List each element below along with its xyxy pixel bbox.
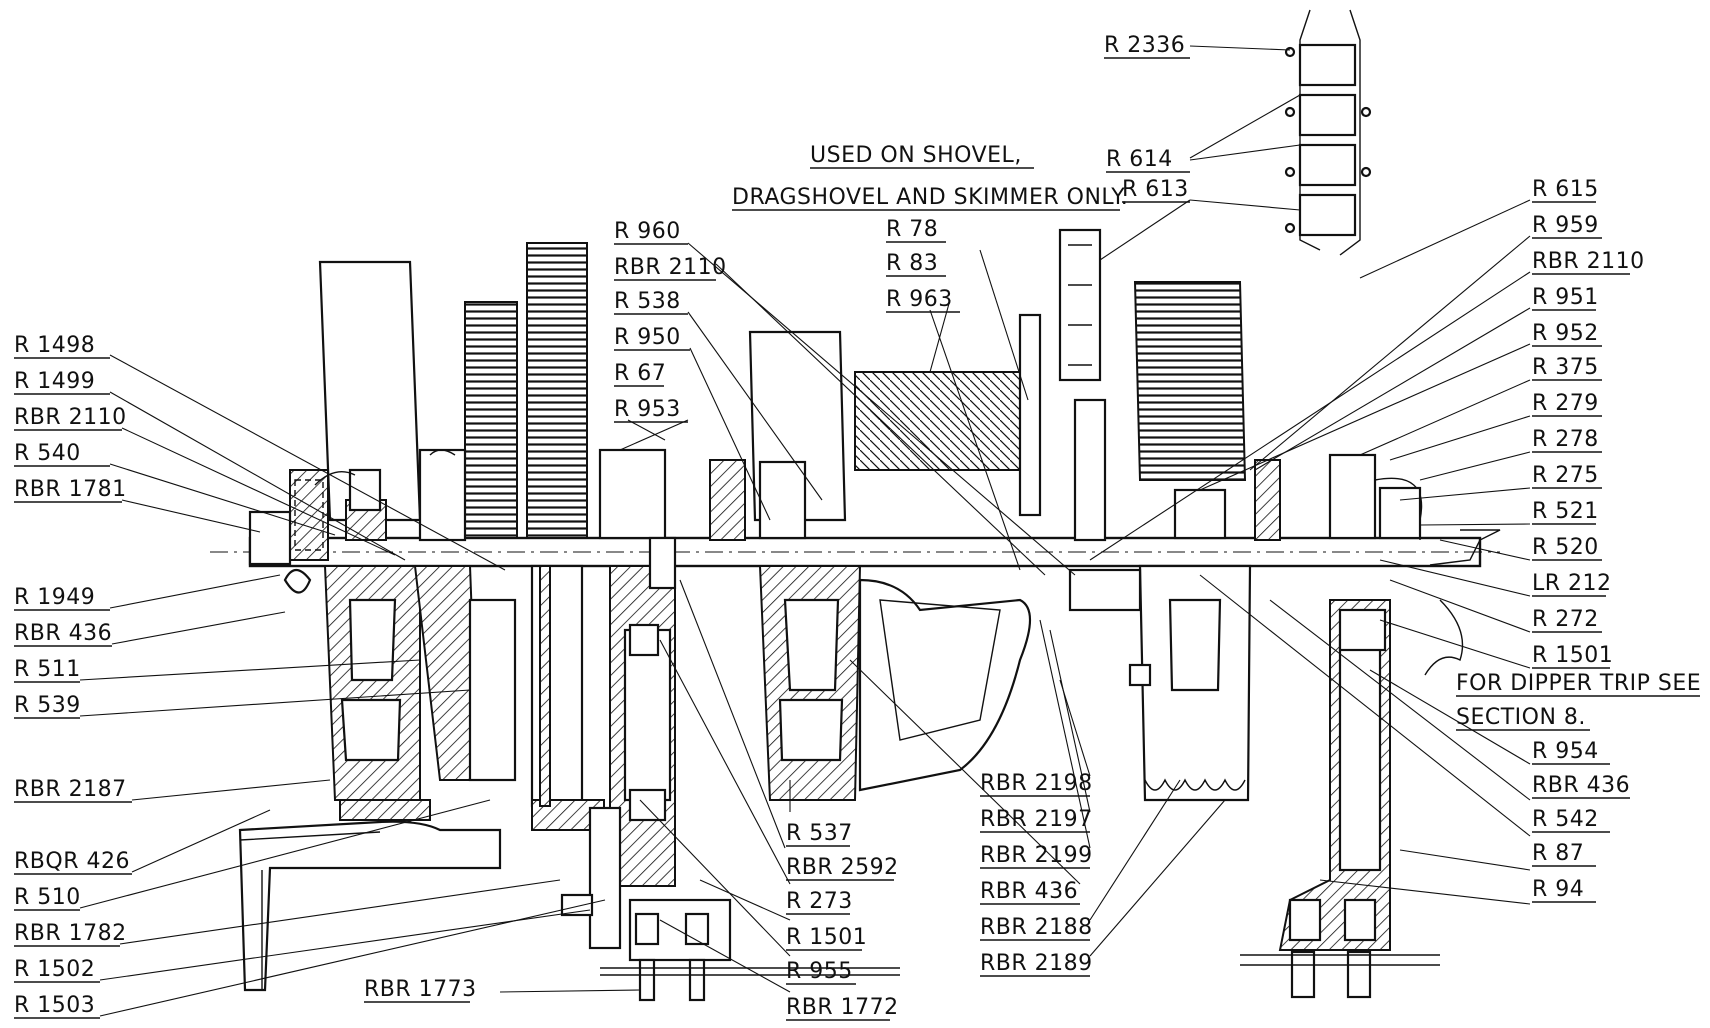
label-left-2: RBR 2110 [14,405,127,430]
label-center-1: RBR 2110 [614,255,727,280]
labels-bottom-right: RBR 2198 RBR 2197 RBR 2199 RBR 436 RBR 2… [980,771,1093,977]
label-top-0: R 2336 [1104,33,1185,58]
note-shovel: USED ON SHOVEL, DRAGSHOVEL AND SKIMMER O… [732,143,1128,211]
main-drive-gear [526,242,588,539]
label-bottom-right-3: RBR 436 [980,879,1078,904]
label-left-14: R 1503 [14,993,95,1018]
shaft-assembly [210,9,1501,1002]
note-shovel-line-2: DRAGSHOVEL AND SKIMMER ONLY. [732,185,1128,210]
label-left-1: R 1499 [14,369,95,394]
right-bearing-housing [1328,453,1377,540]
spacer-ring [418,448,467,542]
label-bottom-center-1: RBR 2592 [786,855,899,880]
label-right-11: LR 212 [1532,571,1612,596]
gear-1-web [468,598,517,782]
pinion-gear-1 [464,301,518,539]
label-left-13: R 1502 [14,957,95,982]
label-left-8: R 539 [14,693,81,718]
label-right-1: R 959 [1532,213,1599,238]
note-shovel-line-1: USED ON SHOVEL, [810,143,1022,168]
label-right-13: R 1501 [1532,643,1613,668]
label-right-18: R 94 [1532,877,1584,902]
label-right-8: R 275 [1532,463,1599,488]
label-center-6: R 78 [886,217,938,242]
labels-right: R 615 R 959 RBR 2110 R 951 R 952 R 375 R… [1532,177,1645,903]
label-bottom-right-1: RBR 2197 [980,807,1093,832]
label-left-12: RBR 1782 [14,921,127,946]
roller-chain-top [1284,9,1372,256]
label-right-4: R 952 [1532,321,1599,346]
leader-lines [79,45,1531,1017]
labels-bottom-center: R 537 RBR 2592 R 273 R 1501 R 955 RBR 17… [364,821,899,1021]
label-bottom-right-0: RBR 2198 [980,771,1093,796]
label-bottom-center-4: R 955 [786,959,853,984]
label-right-0: R 615 [1532,177,1599,202]
label-right-12: R 272 [1532,607,1599,632]
label-right-16: R 542 [1532,807,1599,832]
label-center-2: R 538 [614,289,681,314]
label-right-2: RBR 2110 [1532,249,1645,274]
label-center-5: R 953 [614,397,681,422]
base-frame-left [238,820,502,992]
right-bearing [1338,608,1387,652]
label-right-17: R 87 [1532,841,1584,866]
label-left-6: RBR 436 [14,621,112,646]
label-left-3: R 540 [14,441,81,466]
label-bottom-center-0: R 537 [786,821,853,846]
left-seal [283,568,312,594]
label-right-7: R 278 [1532,427,1599,452]
label-bottom-center-2: R 273 [786,889,853,914]
label-center-3: R 950 [614,325,681,350]
note-dipper-line-2: SECTION 8. [1456,705,1586,730]
label-right-5: R 375 [1532,355,1599,380]
cooling-fins [854,371,1031,471]
label-bottom-center-5: RBR 1772 [786,995,899,1020]
left-bolt-head [560,893,594,917]
note-dipper: FOR DIPPER TRIP SEE SECTION 8. [1456,671,1701,731]
label-bottom-center-6: RBR 1773 [364,977,477,1002]
label-left-5: R 1949 [14,585,95,610]
label-left-0: R 1498 [14,333,95,358]
label-right-15: RBR 436 [1532,773,1630,798]
label-left-7: R 511 [14,657,81,682]
label-center-8: R 963 [886,287,953,312]
label-center-0: R 960 [614,219,681,244]
label-bottom-right-2: RBR 2199 [980,843,1093,868]
label-right-3: R 951 [1532,285,1599,310]
label-bottom-right-4: RBR 2188 [980,915,1093,940]
label-left-10: RBQR 426 [14,849,130,874]
label-left-4: RBR 1781 [14,477,127,502]
labels-left: R 1498 R 1499 RBR 2110 R 540 RBR 1781 R … [14,333,132,1019]
left-shaft-end [248,510,292,566]
note-dipper-line-1: FOR DIPPER TRIP SEE [1456,671,1701,696]
label-bottom-center-3: R 1501 [786,925,867,950]
center-housing [858,578,1031,792]
labels-top: R 2336 R 614 R 613 [1104,33,1190,203]
center-bearing [628,623,660,657]
chain-sprocket-center [1058,228,1102,382]
label-top-2: R 613 [1122,177,1189,202]
label-right-6: R 279 [1532,391,1599,416]
label-left-9: RBR 2187 [14,777,127,802]
labels-center-top: R 960 RBR 2110 R 538 R 950 R 67 R 953 R … [614,217,960,423]
label-left-11: R 510 [14,885,81,910]
label-right-9: R 521 [1532,499,1599,524]
label-center-4: R 67 [614,361,666,386]
center-bearing-housing [598,448,667,540]
right-pulley [1133,281,1247,481]
label-bottom-right-5: RBR 2189 [980,951,1093,976]
label-right-14: R 954 [1532,739,1599,764]
label-right-10: R 520 [1532,535,1599,560]
label-top-1: R 614 [1106,147,1173,172]
label-center-7: R 83 [886,251,938,276]
